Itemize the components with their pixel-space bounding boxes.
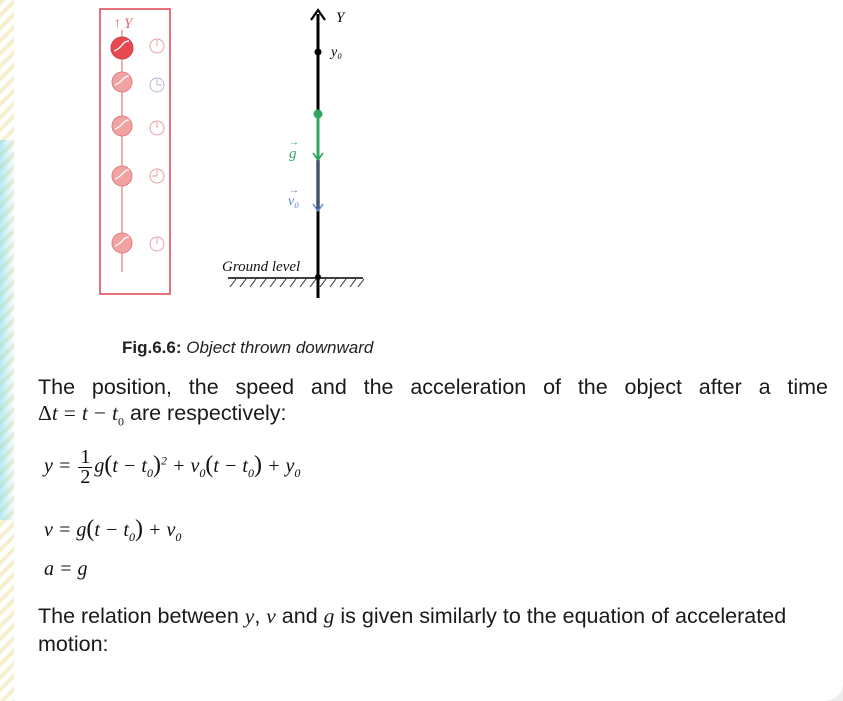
paren: )	[134, 516, 143, 542]
left-axis-label: Y	[124, 16, 134, 32]
ground-label: Ground level	[222, 259, 300, 275]
delta-symbol: Δ	[38, 401, 52, 425]
ball-icon	[111, 71, 133, 93]
equation-position: y = 1 2 g(t − t0)2 + v0(t − t0) + y0	[44, 446, 301, 488]
clock-icon	[149, 120, 165, 136]
v0-vector-arrow-icon	[312, 203, 324, 213]
paragraph-text: motion:	[38, 632, 109, 656]
math-var-t: t	[81, 401, 88, 425]
v0-vector-arrow-mark: →	[289, 185, 299, 196]
math-operator: −	[93, 401, 107, 425]
g-vector-arrow-mark: →	[289, 137, 299, 148]
paren: (	[104, 452, 113, 479]
v0-vector-label: v₀	[288, 194, 299, 209]
math-subscript: 0	[294, 466, 301, 481]
math-expr: + v	[142, 519, 176, 541]
math-expr: t − t	[213, 455, 248, 478]
clock-icon	[149, 38, 165, 54]
math-subscript: 0	[175, 530, 182, 544]
math-var-y: y	[244, 604, 255, 628]
ground-point	[315, 274, 321, 280]
clock-icon	[149, 168, 165, 184]
math-subscript: 0	[146, 466, 153, 481]
y0-label: y₀	[329, 45, 342, 60]
ground-hatch	[229, 278, 365, 288]
ball-icon	[111, 232, 133, 254]
paragraph-text: and	[275, 604, 324, 628]
figure-object-thrown-downward: ↑ Y	[99, 8, 365, 298]
edge-glow-decoration	[0, 140, 16, 520]
ball-icon	[111, 115, 133, 137]
ball-icon	[111, 165, 133, 187]
clock-icon	[149, 236, 165, 252]
g-vector-label: g	[289, 146, 297, 162]
equation-lhs: v = g	[44, 519, 87, 541]
paragraph-line: Δt = t − t0 are respectively:	[38, 400, 828, 434]
sequence-box	[99, 8, 171, 295]
math-var-t: t	[112, 401, 118, 425]
math-subscript: 0	[118, 414, 124, 429]
left-axis-arrow: ↑	[114, 14, 121, 30]
paragraph-text: are respectively:	[129, 401, 287, 425]
math-operator: =	[63, 401, 76, 425]
object-position-point	[313, 109, 323, 119]
figure-caption-label: Fig.6.6:	[122, 338, 182, 357]
paragraph-text: ,	[254, 604, 267, 628]
figure-caption-title: Object thrown downward	[186, 338, 374, 357]
paragraph-line: The position, the speed and the accelera…	[38, 375, 828, 399]
math-var-g: g	[323, 604, 335, 628]
paragraph-relation: The relation between y, v and g is given…	[38, 602, 828, 658]
math-superscript: 2	[160, 453, 167, 468]
equation-lhs: y =	[44, 455, 72, 478]
clock-icon	[149, 77, 165, 93]
figure-caption: Fig.6.6: Object thrown downward	[122, 338, 373, 358]
fraction-denominator: 2	[80, 466, 91, 488]
y0-point	[314, 48, 322, 56]
math-expr: + y	[261, 455, 295, 478]
ball-icon	[110, 36, 134, 60]
equation-velocity: v = g(t − t0) + v0	[44, 516, 181, 545]
math-var-g: g	[94, 455, 105, 478]
math-subscript: 0	[128, 530, 135, 544]
equation-acceleration: a = g	[44, 558, 88, 580]
paren: )	[253, 452, 262, 479]
paragraph-text: The relation between	[38, 604, 245, 628]
math-subscript: 0	[247, 466, 254, 481]
math-expr: + v	[166, 455, 200, 478]
math-var-t: t	[51, 401, 58, 425]
math-subscript: 0	[199, 466, 206, 481]
fraction-numerator: 1	[78, 446, 93, 468]
right-axis-label: Y	[336, 10, 346, 26]
fraction-one-half: 1 2	[78, 446, 93, 488]
paren: (	[86, 516, 95, 542]
paren: (	[205, 452, 214, 479]
paren: )	[152, 452, 161, 479]
math-expr: t − t	[94, 519, 129, 541]
math-var-v: v	[266, 604, 276, 628]
paragraph-text: is given similarly to the equation of ac…	[334, 604, 787, 628]
math-expr: t − t	[112, 455, 147, 478]
axis-arrowhead-icon	[310, 8, 326, 21]
